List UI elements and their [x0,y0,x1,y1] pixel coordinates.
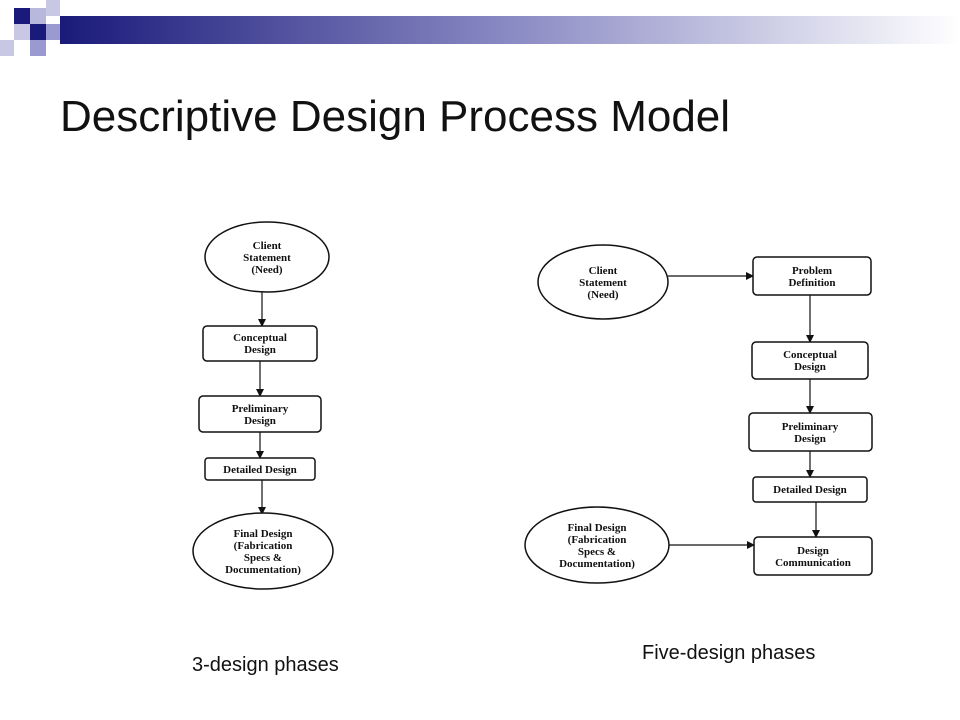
deco-square [30,40,46,56]
node-label-line: Specs & [244,552,282,564]
caption-three-phases: 3-design phases [192,654,339,676]
node-label-line: Detailed Design [773,484,847,496]
node-label-line: Final Design [568,522,627,534]
node-label-line: Problem [792,265,832,277]
node-label-line: Conceptual [783,349,837,361]
deco-square [14,24,30,40]
header-gradient-bar [60,16,960,44]
node-label-line: Documentation) [559,558,635,570]
node-label-line: Final Design [234,528,293,540]
node-label-line: Client [253,240,282,252]
node-label-line: Design [794,433,826,445]
node-label-line: Design [794,361,826,373]
node-label-line: Communication [775,557,851,569]
node-label-line: Detailed Design [223,464,297,476]
node-label-line: Design [244,344,276,356]
node-label-line: Statement [579,277,627,289]
left-node-final-design [192,512,334,590]
left-node-detailed-design [204,457,316,481]
deco-square [0,40,14,56]
node-label-line: Client [589,265,618,277]
node-label-line: (Need) [587,289,618,301]
node-label-line: (Fabrication [568,534,627,546]
header-decoration [0,0,960,56]
right-node-detailed-design [752,476,868,503]
node-label-line: Specs & [578,546,616,558]
node-label-line: Preliminary [232,403,289,415]
right-node-client-statement [537,244,669,320]
node-label-line: Preliminary [782,421,839,433]
node-label-line: Definition [788,277,835,289]
caption-five-phases: Five-design phases [642,642,816,664]
left-node-client-statement [204,221,330,293]
slide-title: Descriptive Design Process Model [60,92,731,141]
right-node-detailed-design-label: Detailed Design [773,484,847,496]
node-label-line: Documentation) [225,564,301,576]
node-label-line: Conceptual [233,332,287,344]
right-node-design-communication [753,536,873,576]
deco-square [46,24,60,40]
deco-square [46,0,60,16]
left-node-detailed-design-label: Detailed Design [223,464,297,476]
node-label-line: Design [797,545,829,557]
node-label-line: (Need) [251,264,282,276]
node-label-line: Design [244,415,276,427]
deco-square [14,8,30,24]
node-label-line: (Fabrication [234,540,293,552]
node-label-line: Statement [243,252,291,264]
deco-square [30,8,46,24]
deco-square [30,24,46,40]
right-node-problem-definition [752,256,872,296]
